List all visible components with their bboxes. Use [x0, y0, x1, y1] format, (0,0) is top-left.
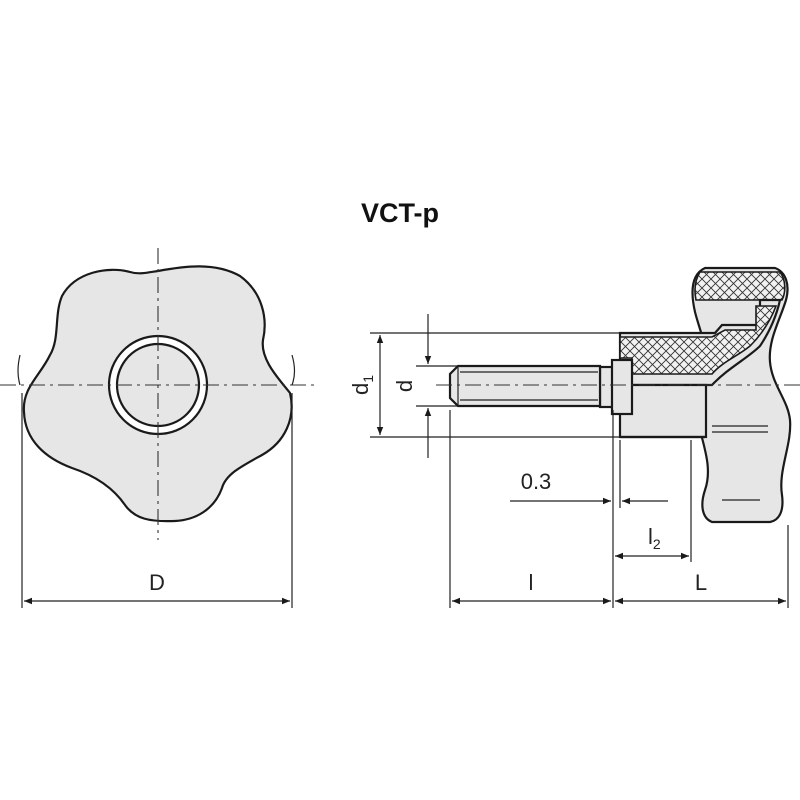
front-view: D [0, 248, 315, 608]
label-D: D [149, 570, 165, 595]
label-l: l [529, 570, 534, 595]
knurl-insert [619, 305, 778, 375]
label-gap: 0.3 [521, 469, 552, 494]
label-d1: d1 [348, 375, 376, 395]
label-L: L [695, 570, 707, 595]
screw-shoulder [610, 358, 634, 416]
front-right-edge-mark [291, 354, 296, 386]
side-view: d1 d 0.3 l2 l L [348, 266, 800, 608]
label-d: d [392, 380, 417, 392]
drawing-title: VCT-p [361, 198, 439, 228]
front-left-edge-mark [17, 354, 21, 386]
label-l2: l2 [648, 524, 661, 552]
knurl-top [694, 271, 786, 301]
